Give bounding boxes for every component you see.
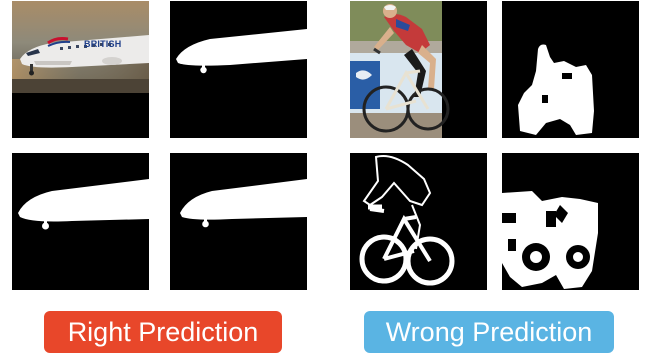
wrong-prediction-label: Wrong Prediction xyxy=(364,311,614,353)
airplane-prediction-mask-2 xyxy=(170,153,307,290)
airplane-ground-truth-mask xyxy=(170,1,307,138)
cyclist-prediction-mask-2 xyxy=(502,153,639,290)
airplane-prediction-mask-1 xyxy=(12,153,149,290)
fuselage-text: BRITISH xyxy=(84,39,121,49)
right-prediction-label: Right Prediction xyxy=(44,311,282,353)
cyclist-photo xyxy=(350,1,487,138)
cyclist-prediction-mask-1 xyxy=(350,153,487,290)
cyclist-ground-truth-mask xyxy=(502,1,639,138)
airplane-photo: BRITISH xyxy=(12,1,149,138)
